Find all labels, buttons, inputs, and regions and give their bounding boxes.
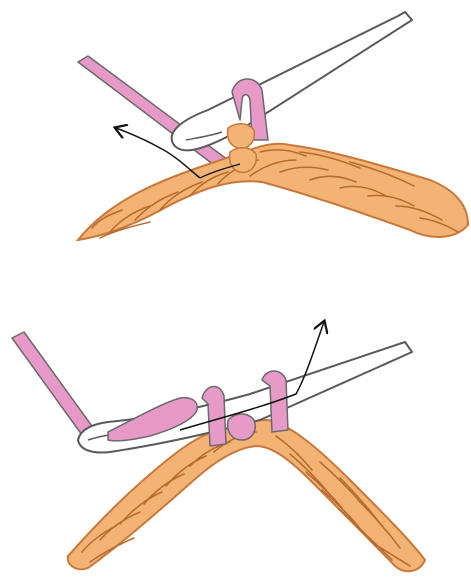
figure-top — [78, 12, 468, 240]
stitch-chain — [78, 144, 468, 240]
figure-bottom — [12, 322, 425, 571]
crochet-hook — [172, 12, 412, 150]
